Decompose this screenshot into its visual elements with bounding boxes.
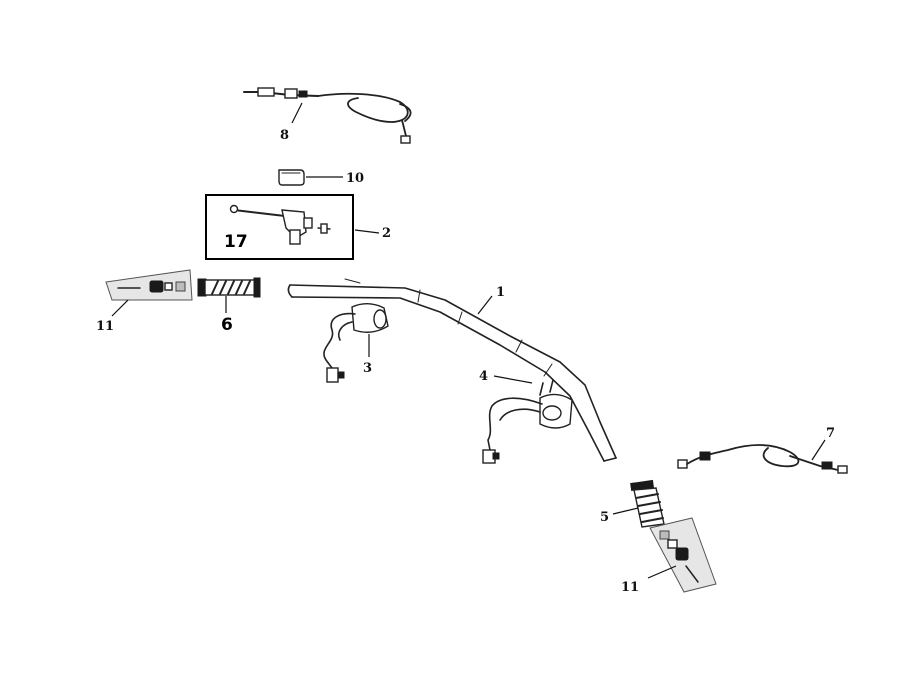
callout-11-right: 11	[621, 580, 639, 595]
lever-assembly-box	[205, 194, 354, 260]
right-throttle-grip	[630, 479, 665, 528]
callout-3: 3	[363, 361, 372, 376]
leader-11-right	[647, 565, 677, 579]
left-grip-part	[197, 277, 261, 298]
callout-8: 8	[280, 128, 289, 143]
right-switch-housing	[482, 379, 573, 464]
leader-1	[477, 295, 493, 315]
callout-4: 4	[479, 369, 488, 384]
callout-5: 5	[600, 510, 609, 525]
brake-lever-part	[229, 204, 331, 245]
callout-17: 17	[224, 232, 248, 252]
throttle-cable-upper	[243, 87, 412, 144]
callout-6: 6	[221, 315, 233, 335]
leader-8	[291, 102, 303, 124]
callout-11-left: 11	[96, 319, 114, 334]
right-grip-plate	[649, 517, 717, 593]
throttle-cable-lower	[677, 444, 848, 474]
leader-11-left	[111, 299, 129, 317]
callout-1: 1	[496, 285, 505, 300]
handlebar-part	[287, 278, 617, 462]
callout-2: 2	[382, 226, 391, 241]
left-switch-housing	[323, 303, 389, 383]
leader-5	[612, 507, 639, 515]
callout-10: 10	[346, 171, 364, 186]
callout-7: 7	[826, 426, 835, 441]
leader-4	[493, 375, 533, 384]
left-grip-plate	[105, 269, 193, 301]
lever-cap-part	[278, 169, 305, 186]
leader-2	[354, 229, 380, 234]
leader-7	[811, 439, 826, 461]
